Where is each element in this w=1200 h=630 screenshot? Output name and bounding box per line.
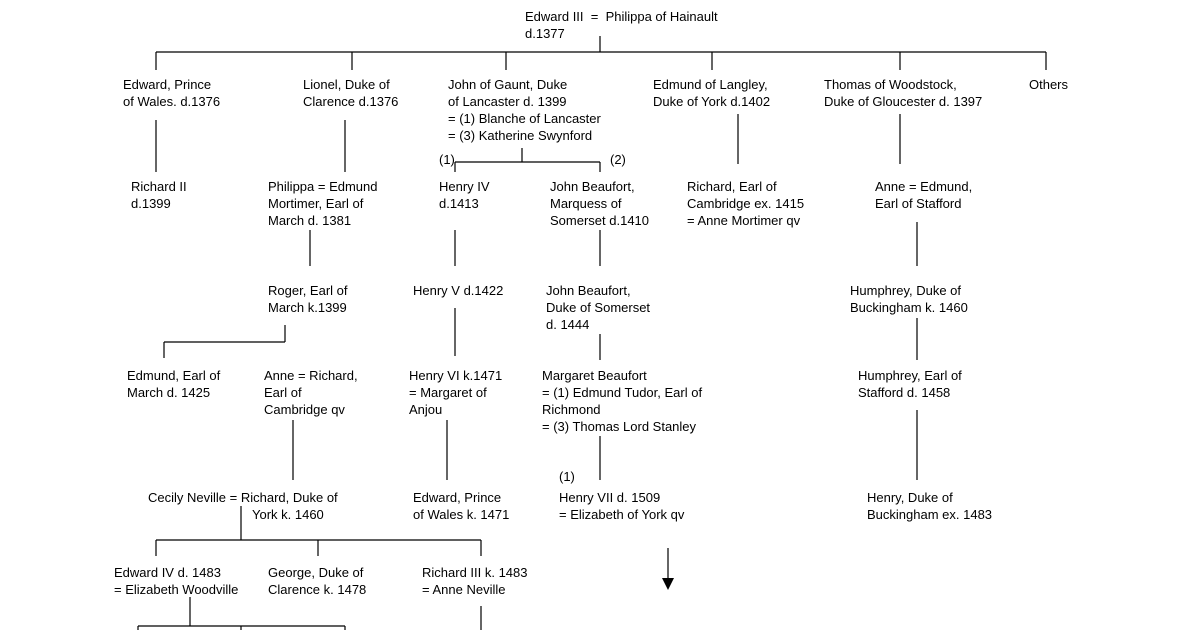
node-richard-iii: Richard III k. 1483= Anne Neville [422, 565, 528, 597]
node-henry-vii: Henry VII d. 1509= Elizabeth of York qv [559, 490, 685, 522]
node-margaret-beaufort: Margaret Beaufort= (1) Edmund Tudor, Ear… [542, 368, 703, 434]
node-thomas-of-woodstock: Thomas of Woodstock,Duke of Gloucester d… [824, 77, 983, 109]
node-anne-stafford: Anne = Edmund,Earl of Stafford [875, 179, 973, 211]
marriage-mark-henry-vii: (1) [559, 469, 575, 484]
node-edward-iv: Edward IV d. 1483= Elizabeth Woodville [114, 565, 239, 597]
node-edmund-of-langley: Edmund of Langley,Duke of York d.1402 [653, 77, 771, 109]
marriage-mark-1: (1) [439, 152, 455, 167]
down-arrow-icon [662, 578, 674, 590]
marriage-mark-2: (2) [610, 152, 626, 167]
node-henry-v: Henry V d.1422 [413, 283, 504, 298]
node-others: Others [1029, 77, 1069, 92]
